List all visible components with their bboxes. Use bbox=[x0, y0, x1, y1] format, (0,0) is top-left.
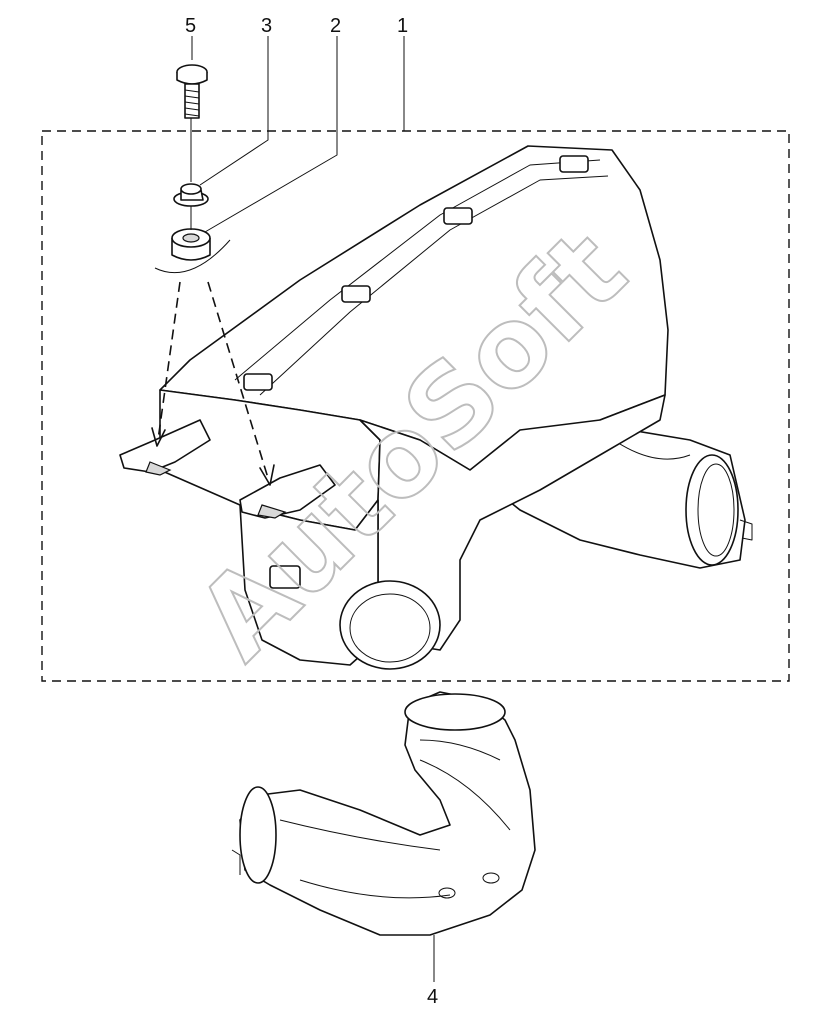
callout-2: 2 bbox=[330, 15, 341, 37]
callout-1: 1 bbox=[397, 15, 408, 37]
assembly-boundary bbox=[41, 130, 790, 682]
air-cleaner-housing-icon bbox=[119, 145, 753, 670]
rubber-grommet-icon bbox=[154, 228, 231, 274]
callout-3: 3 bbox=[261, 15, 272, 37]
bolt-icon bbox=[176, 64, 208, 119]
flange-nut-icon bbox=[173, 183, 209, 207]
callout-5: 5 bbox=[185, 15, 196, 37]
callout-4: 4 bbox=[427, 986, 438, 1008]
intake-hose-icon bbox=[231, 691, 536, 936]
